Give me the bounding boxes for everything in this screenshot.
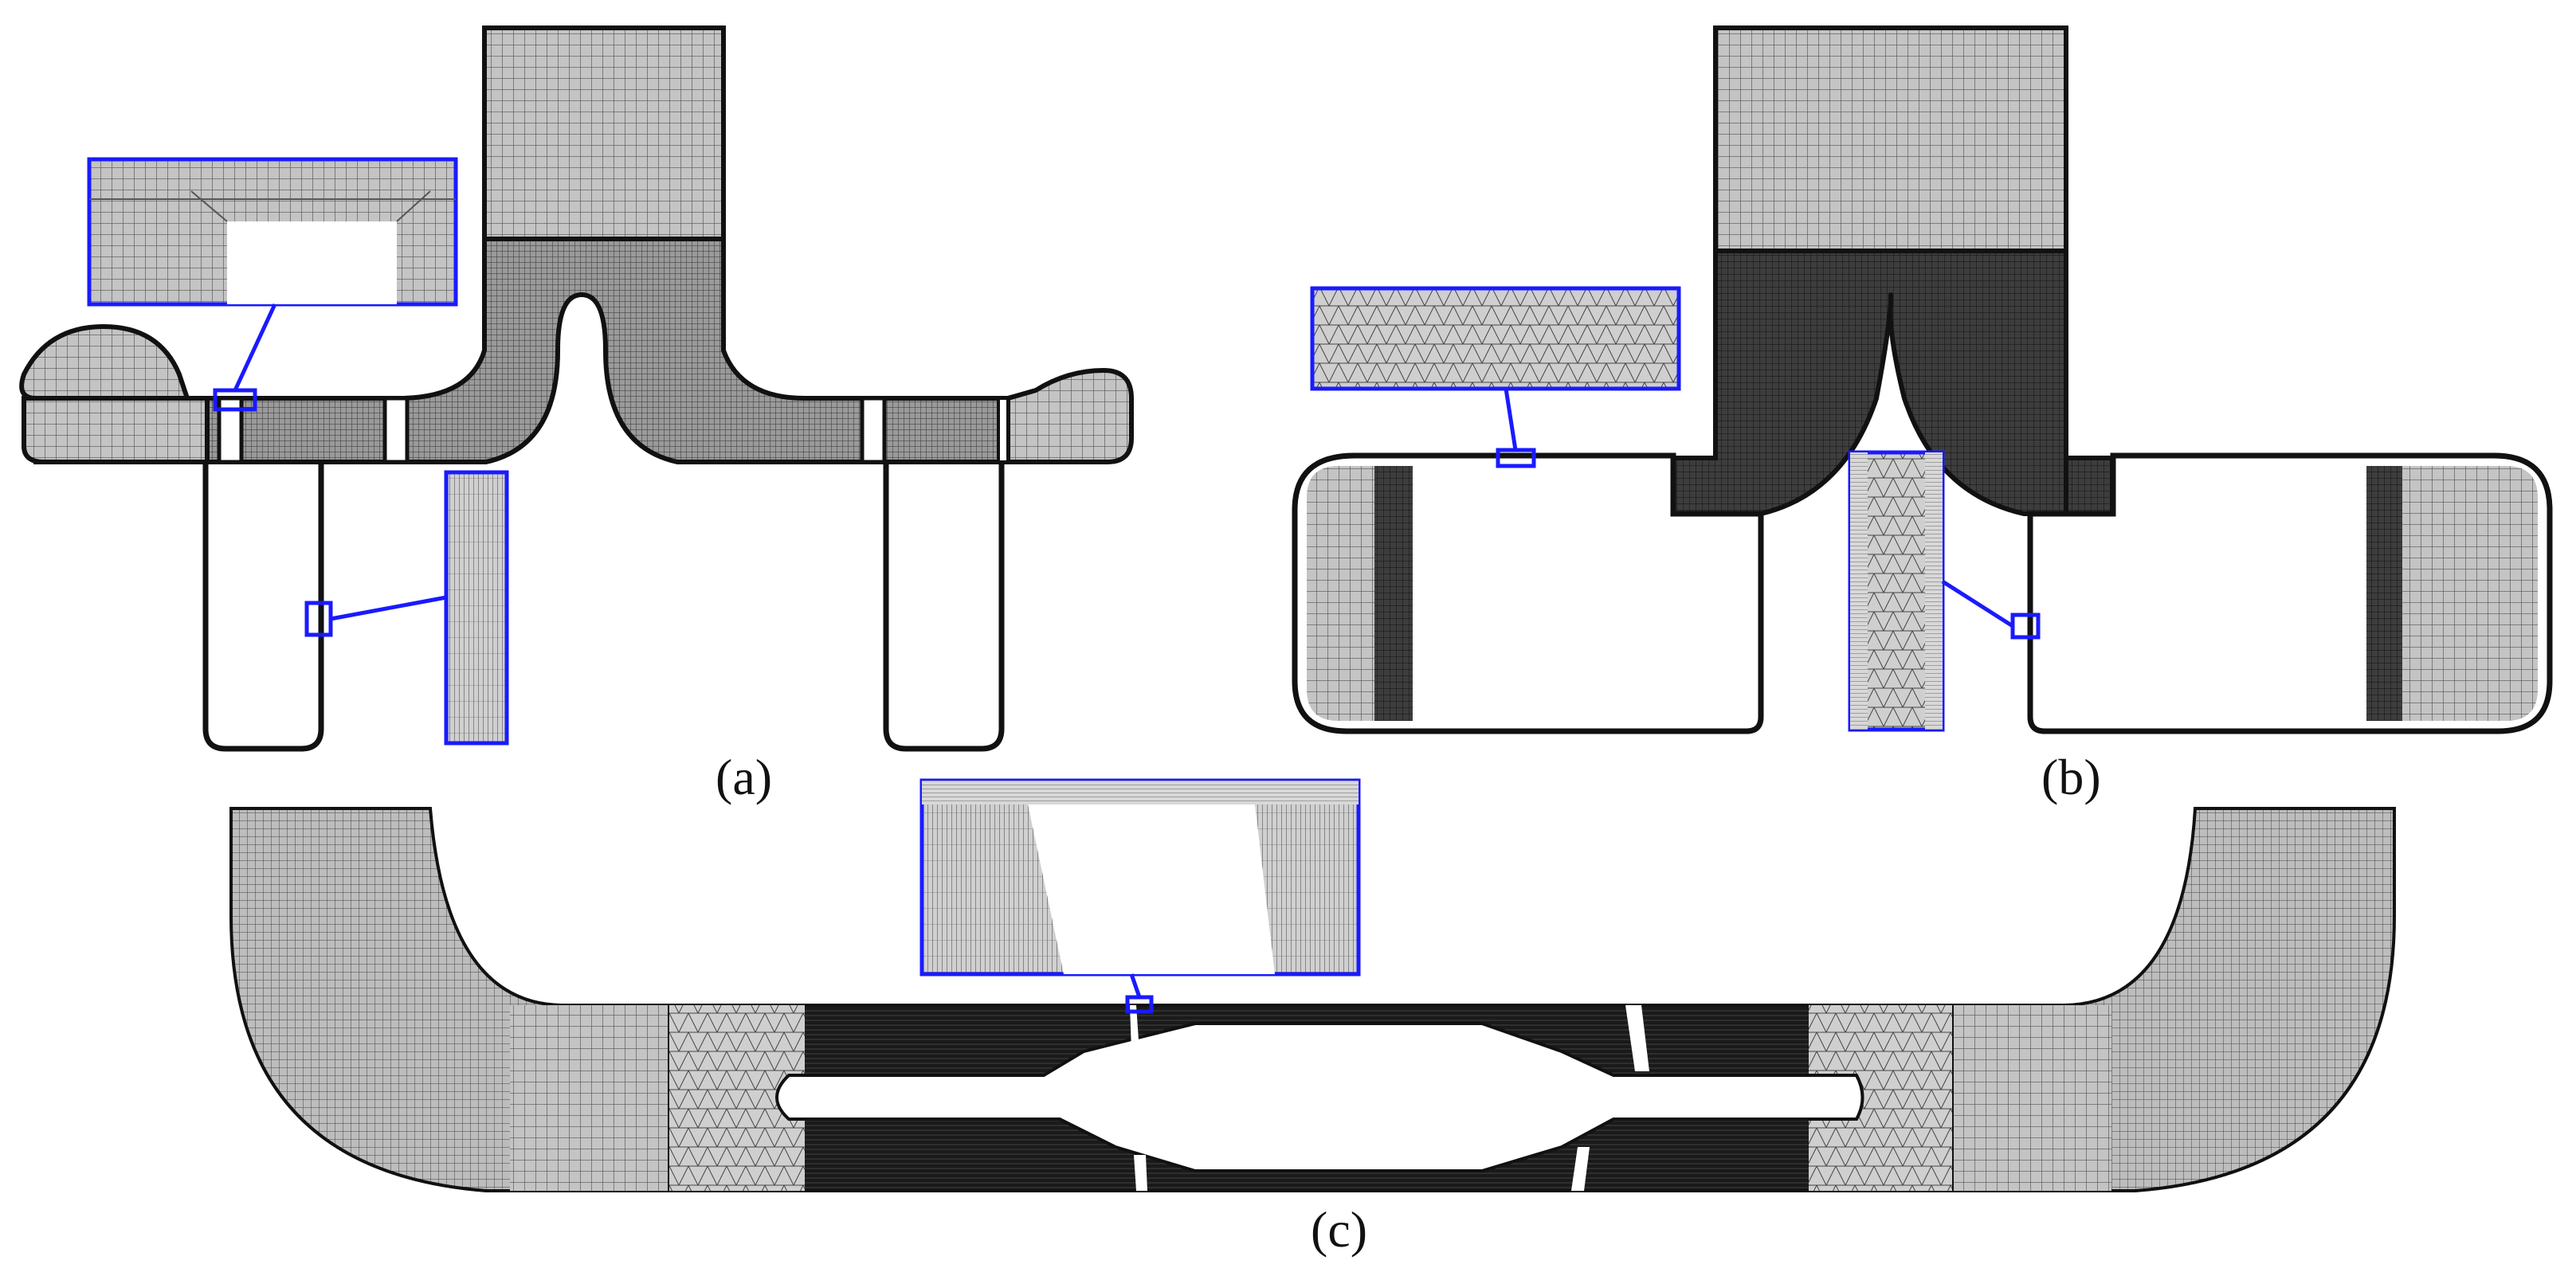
panel-label-a: (a) xyxy=(716,749,773,805)
panel-b-mesh xyxy=(1292,25,2553,734)
inset-a-leg xyxy=(444,470,509,746)
inset-b-top xyxy=(1310,286,1681,391)
inset-a-top xyxy=(87,157,458,307)
panel-c-mesh xyxy=(229,778,2396,1192)
inset-c-top xyxy=(919,778,1361,977)
panel-a-mesh xyxy=(19,25,1134,752)
panel-label-c: (c) xyxy=(1311,1201,1368,1258)
panel-label-b: (b) xyxy=(2041,749,2101,805)
inset-b-mid xyxy=(1848,450,1945,732)
